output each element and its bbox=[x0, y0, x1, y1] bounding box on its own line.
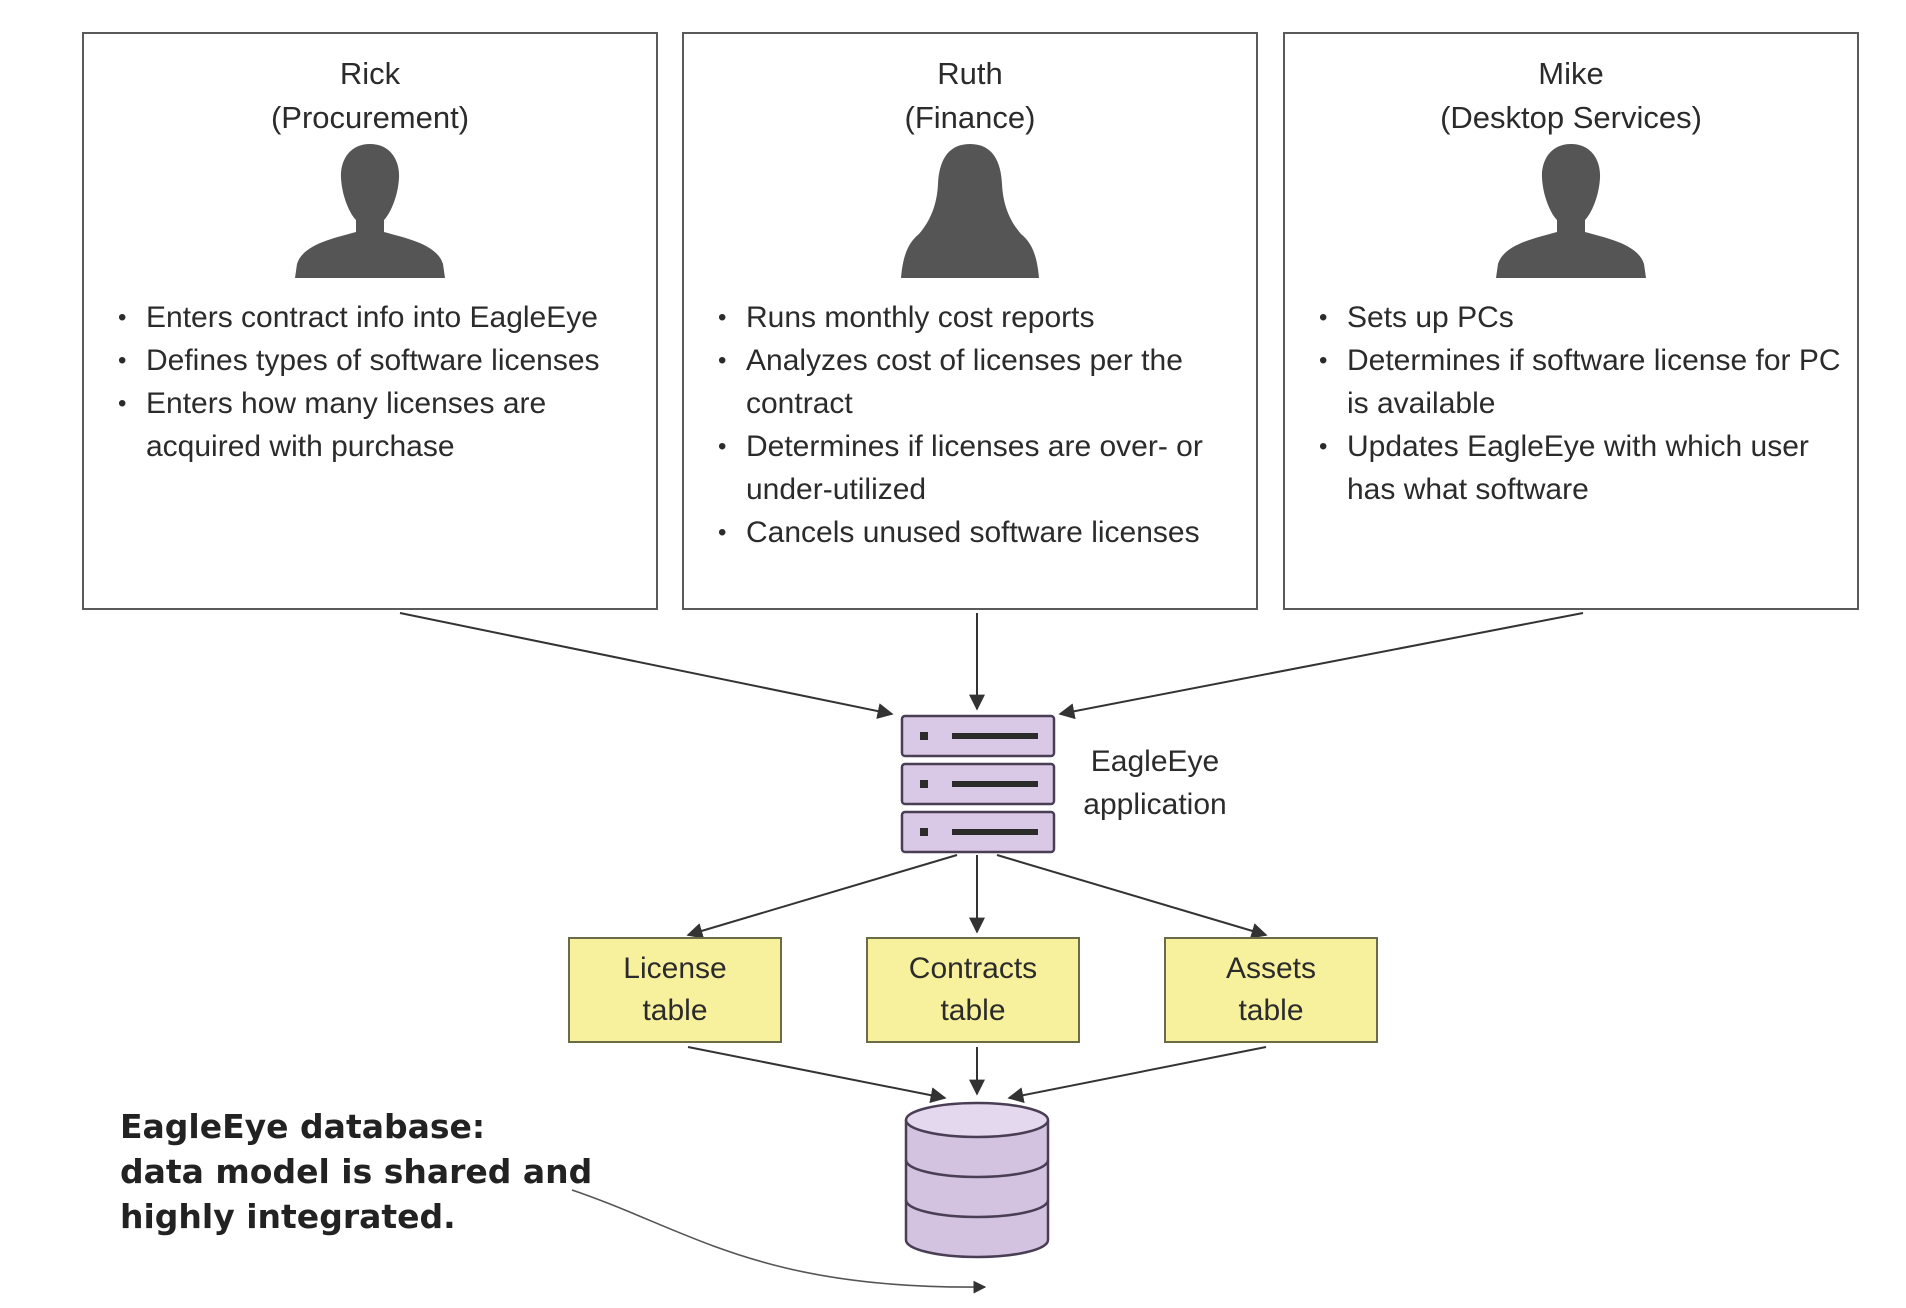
persona-role: (Procurement) bbox=[270, 100, 470, 135]
persona-role: (Finance) bbox=[904, 100, 1036, 135]
persona-card-mike: Mike (Desktop Services) Sets up PCs Dete… bbox=[1283, 32, 1859, 610]
database-icon bbox=[904, 1101, 1050, 1259]
list-item: Updates EagleEye with which user has wha… bbox=[1319, 425, 1845, 511]
database-caption-line2: data model is shared and bbox=[120, 1152, 593, 1191]
list-item: Runs monthly cost reports bbox=[718, 296, 1244, 339]
table-label-line2: table bbox=[642, 994, 708, 1027]
table-label-line2: table bbox=[1238, 994, 1304, 1027]
list-item: Enters contract info into EagleEye bbox=[118, 296, 644, 339]
arrow-mike-to-app bbox=[1058, 612, 1584, 720]
list-item: Cancels unused software licenses bbox=[718, 511, 1244, 554]
caption-pointer bbox=[571, 1189, 987, 1294]
server-stack-icon bbox=[900, 714, 1056, 854]
arrow-license-to-db bbox=[687, 1046, 947, 1104]
male-user-icon bbox=[295, 144, 445, 278]
persona-card-rick: Rick (Procurement) Enters contract info … bbox=[82, 32, 658, 610]
table-label-line1: Assets bbox=[1225, 952, 1317, 985]
persona-role: (Desktop Services) bbox=[1440, 100, 1702, 135]
arrow-app-to-license bbox=[686, 854, 958, 939]
server-unit bbox=[900, 810, 1056, 854]
application-label: EagleEye application bbox=[1060, 740, 1250, 826]
list-item: Determines if software license for PC is… bbox=[1319, 339, 1845, 425]
female-user-icon bbox=[901, 144, 1039, 278]
persona-responsibilities: Sets up PCs Determines if software licen… bbox=[1319, 296, 1845, 511]
persona-name: Rick bbox=[339, 56, 401, 91]
arrow-assets-to-db bbox=[1007, 1046, 1267, 1104]
persona-name: Mike bbox=[1538, 56, 1604, 91]
persona-responsibilities: Enters contract info into EagleEye Defin… bbox=[118, 296, 644, 468]
list-item: Determines if licenses are over- or unde… bbox=[718, 425, 1244, 511]
license-table: License table bbox=[568, 937, 782, 1043]
application-label-line2: application bbox=[1083, 788, 1227, 821]
list-item: Sets up PCs bbox=[1319, 296, 1845, 339]
list-item: Defines types of software licenses bbox=[118, 339, 644, 382]
arrow-rick-to-app bbox=[399, 612, 894, 719]
server-unit bbox=[900, 762, 1056, 806]
table-label-line1: Contracts bbox=[908, 952, 1038, 985]
application-label-line1: EagleEye bbox=[1090, 745, 1220, 778]
male-user-icon bbox=[1496, 144, 1646, 278]
arrow-app-to-assets bbox=[996, 854, 1268, 939]
list-item: Analyzes cost of licenses per the contra… bbox=[718, 339, 1244, 425]
table-label-line2: table bbox=[940, 994, 1006, 1027]
database-caption-line1: EagleEye database: bbox=[120, 1107, 486, 1146]
persona-responsibilities: Runs monthly cost reports Analyzes cost … bbox=[718, 296, 1244, 554]
database-caption-line3: highly integrated. bbox=[120, 1197, 456, 1236]
database-caption: EagleEye database: data model is shared … bbox=[120, 1104, 600, 1239]
list-item: Enters how many licenses are acquired wi… bbox=[118, 382, 644, 468]
contracts-table: Contracts table bbox=[866, 937, 1080, 1043]
table-label-line1: License bbox=[623, 952, 727, 985]
assets-table: Assets table bbox=[1164, 937, 1378, 1043]
persona-card-ruth: Ruth (Finance) Runs monthly cost reports… bbox=[682, 32, 1258, 610]
persona-name: Ruth bbox=[937, 56, 1003, 91]
server-unit bbox=[900, 714, 1056, 758]
